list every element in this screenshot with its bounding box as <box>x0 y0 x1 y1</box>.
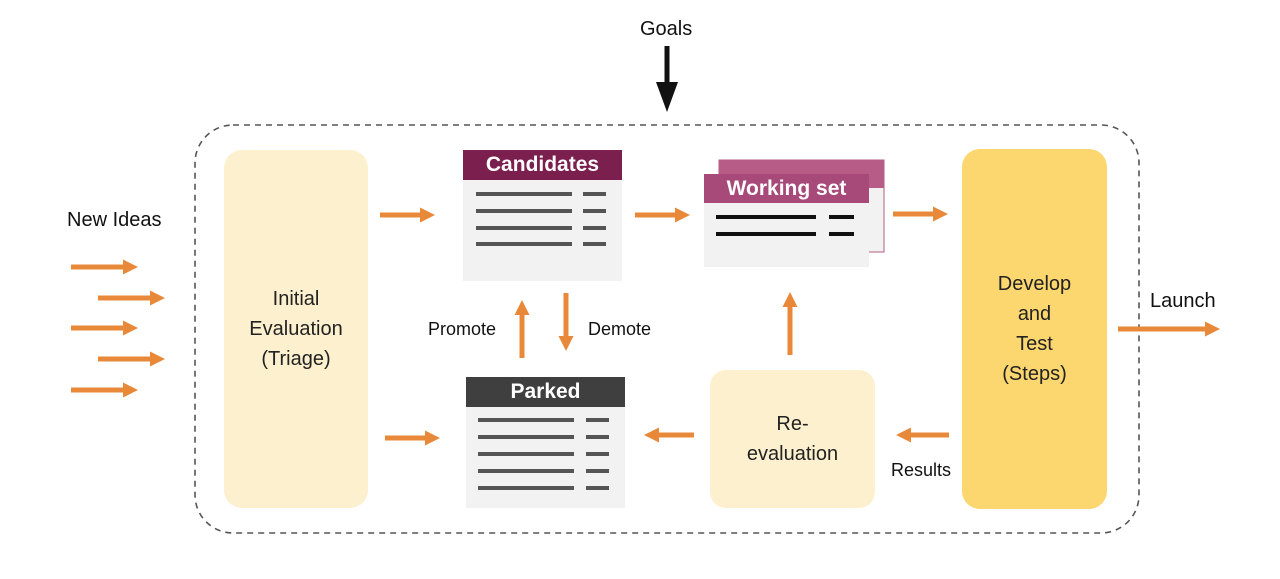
new-ideas-label: New Ideas <box>67 209 162 231</box>
working-set-card <box>704 159 885 267</box>
demote-label: Demote <box>588 319 652 339</box>
candidates-title: Candidates <box>485 153 600 176</box>
develop-test-label: Develop and Test (Steps) <box>997 273 1072 385</box>
develop-test-box <box>962 149 1107 509</box>
reevaluation-box <box>710 370 875 508</box>
parked-card <box>466 377 625 508</box>
working-set-header <box>704 174 869 203</box>
candidates-card <box>463 150 622 281</box>
results-label: Results <box>891 460 952 480</box>
goals-arrow-icon <box>656 46 678 112</box>
initial-evaluation-label: Initial Evaluation (Triage) <box>249 288 343 370</box>
promote-label: Promote <box>428 319 497 339</box>
candidates-header <box>463 150 622 180</box>
launch-label: Launch <box>1150 290 1216 312</box>
flow-arrow-icon <box>71 206 1220 446</box>
initial-evaluation-box <box>224 150 368 508</box>
working-set-title: Working set <box>726 176 847 200</box>
reevaluation-label: Re- evaluation <box>746 413 839 465</box>
goals-label: Goals <box>640 18 693 40</box>
parked-header <box>466 377 625 407</box>
parked-title: Parked <box>510 380 581 403</box>
